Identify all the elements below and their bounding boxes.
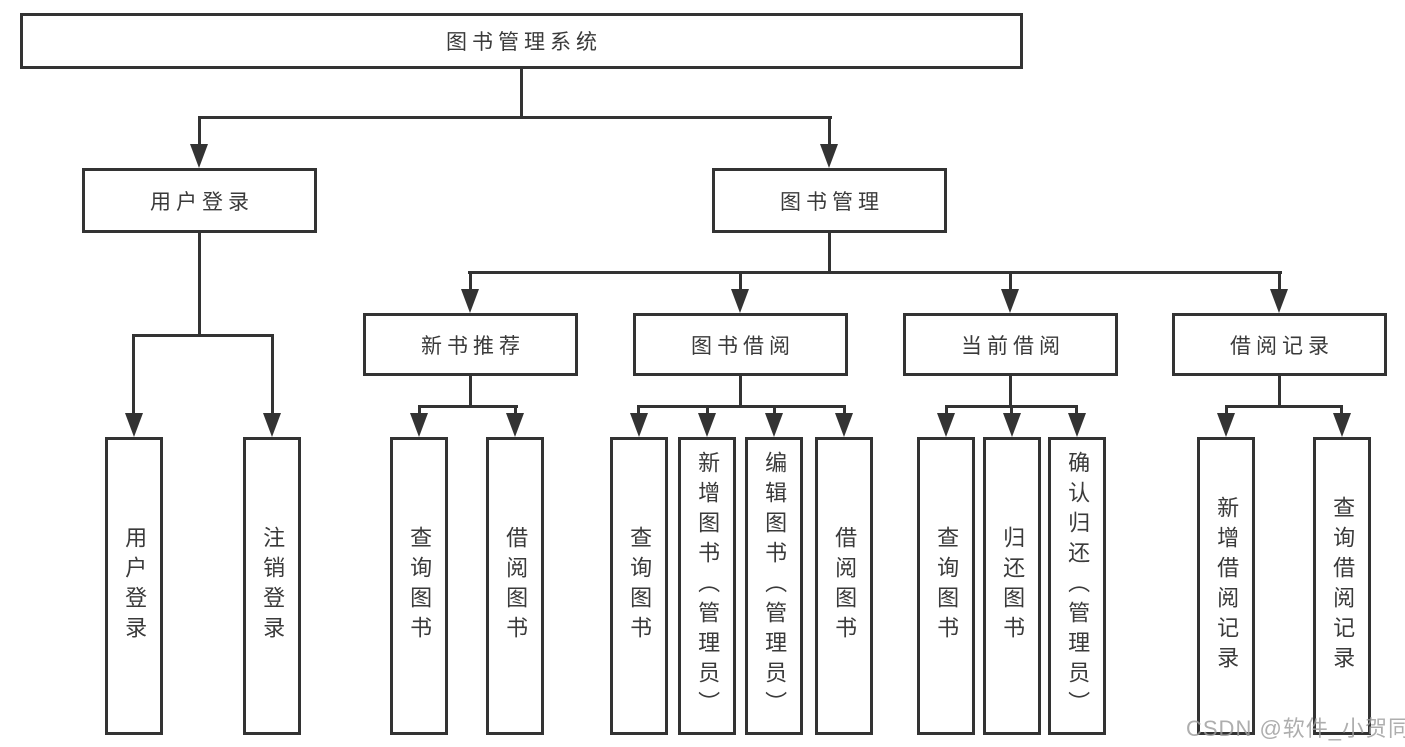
arrowhead-icon — [630, 413, 648, 437]
connector-line — [1009, 271, 1012, 292]
connector-line — [1225, 405, 1343, 408]
connector-line — [945, 405, 948, 416]
connector-line — [418, 405, 518, 408]
connector-line — [132, 334, 135, 416]
leaf-label: 借阅图书 — [503, 526, 529, 646]
leaf-label: 归还图书 — [1000, 526, 1026, 646]
connector-line — [132, 334, 274, 337]
connector-line — [198, 116, 201, 147]
node-user-login-label: 用户登录 — [150, 190, 254, 214]
node-book-borrow: 图书借阅 — [633, 313, 848, 376]
connector-line — [706, 405, 709, 416]
connector-line — [468, 271, 1282, 274]
connector-line — [637, 405, 640, 416]
arrowhead-icon — [1333, 413, 1351, 437]
arrowhead-icon — [410, 413, 428, 437]
arrowhead-icon — [835, 413, 853, 437]
connector-line — [1225, 405, 1228, 416]
connector-line — [1278, 376, 1281, 408]
connector-line — [514, 405, 517, 416]
connector-line — [828, 233, 831, 274]
connector-line — [520, 69, 523, 118]
leaf-return-books: 归还图书 — [983, 437, 1041, 735]
connector-line — [1010, 405, 1013, 416]
leaf-confirm-return-admin: 确认归还（管理员） — [1048, 437, 1106, 735]
leaf-label: 用户登录 — [122, 526, 148, 646]
connector-line — [1075, 405, 1078, 416]
leaf-query-books-3: 查询图书 — [917, 437, 975, 735]
leaf-label: 新增图书（管理员） — [695, 451, 721, 721]
connector-line — [198, 116, 832, 119]
node-book-mgmt: 图书管理 — [712, 168, 947, 233]
node-root: 图书管理系统 — [20, 13, 1023, 69]
arrowhead-icon — [1068, 413, 1086, 437]
connector-line — [773, 405, 776, 416]
connector-line — [1340, 405, 1343, 416]
connector-line — [637, 405, 846, 408]
leaf-label: 查询图书 — [934, 526, 960, 646]
csdn-watermark: CSDN @软件_小贺同学 — [1186, 716, 1405, 741]
connector-line — [418, 405, 421, 416]
connector-line — [1278, 271, 1281, 292]
connector-line — [828, 116, 831, 147]
connector-line — [469, 376, 472, 408]
node-current-borrow-label: 当前借阅 — [961, 334, 1065, 358]
leaf-query-borrow-record: 查询借阅记录 — [1313, 437, 1371, 735]
arrowhead-icon — [698, 413, 716, 437]
connector-line — [469, 271, 472, 292]
node-root-label: 图书管理系统 — [446, 31, 602, 54]
leaf-add-borrow-record: 新增借阅记录 — [1197, 437, 1255, 735]
arrowhead-icon — [506, 413, 524, 437]
leaf-query-books-1: 查询图书 — [390, 437, 448, 735]
arrowhead-icon — [461, 289, 479, 313]
arrowhead-icon — [190, 144, 208, 168]
node-book-mgmt-label: 图书管理 — [780, 190, 884, 214]
leaf-query-books-2: 查询图书 — [610, 437, 668, 735]
arrowhead-icon — [263, 413, 281, 437]
arrowhead-icon — [125, 413, 143, 437]
node-borrow-records: 借阅记录 — [1172, 313, 1387, 376]
leaf-edit-books-admin: 编辑图书（管理员） — [745, 437, 803, 735]
arrowhead-icon — [937, 413, 955, 437]
leaf-label: 注销登录 — [260, 526, 286, 646]
arrowhead-icon — [1001, 289, 1019, 313]
arrowhead-icon — [765, 413, 783, 437]
leaf-logout: 注销登录 — [243, 437, 301, 735]
leaf-borrow-books-1: 借阅图书 — [486, 437, 544, 735]
leaf-label: 借阅图书 — [832, 526, 858, 646]
leaf-user-login: 用户登录 — [105, 437, 163, 735]
connector-line — [739, 376, 742, 408]
node-user-login: 用户登录 — [82, 168, 317, 233]
node-book-borrow-label: 图书借阅 — [691, 334, 795, 358]
leaf-add-books-admin: 新增图书（管理员） — [678, 437, 736, 735]
arrowhead-icon — [820, 144, 838, 168]
leaf-label: 查询图书 — [627, 526, 653, 646]
leaf-label: 查询借阅记录 — [1330, 496, 1356, 676]
arrowhead-icon — [1003, 413, 1021, 437]
node-new-books-label: 新书推荐 — [421, 334, 525, 358]
node-new-books: 新书推荐 — [363, 313, 578, 376]
connector-line — [739, 271, 742, 292]
node-current-borrow: 当前借阅 — [903, 313, 1118, 376]
arrowhead-icon — [1270, 289, 1288, 313]
connector-line — [1009, 376, 1012, 408]
connector-line — [271, 334, 274, 416]
arrowhead-icon — [731, 289, 749, 313]
leaf-label: 查询图书 — [407, 526, 433, 646]
arrowhead-icon — [1217, 413, 1235, 437]
leaf-label: 确认归还（管理员） — [1065, 451, 1091, 721]
leaf-label: 编辑图书（管理员） — [762, 451, 788, 721]
leaf-label: 新增借阅记录 — [1214, 496, 1240, 676]
connector-line — [843, 405, 846, 416]
node-borrow-records-label: 借阅记录 — [1230, 334, 1334, 358]
leaf-borrow-books-2: 借阅图书 — [815, 437, 873, 735]
connector-line — [198, 233, 201, 337]
